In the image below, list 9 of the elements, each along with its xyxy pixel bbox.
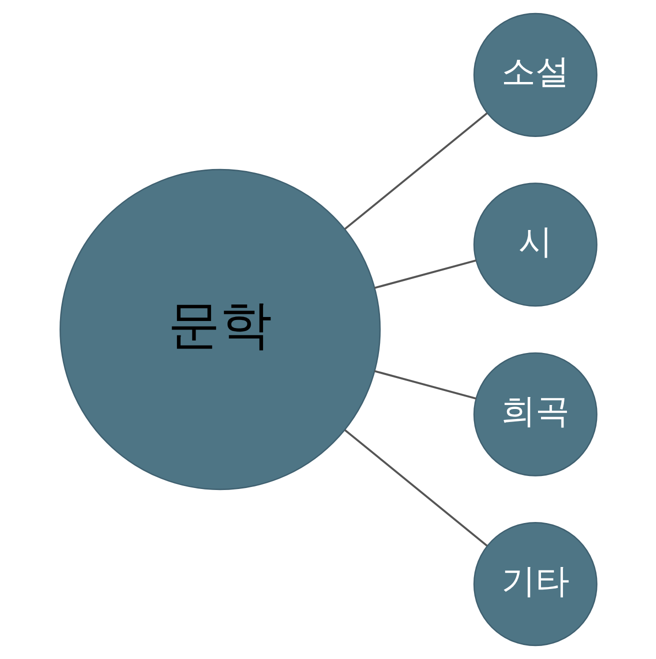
node-circle: 희곡 <box>472 352 597 476</box>
connector <box>344 112 488 230</box>
node-circle: 시 <box>472 182 597 307</box>
node-circle: 소설 <box>472 12 597 137</box>
node-circle: 기타 <box>472 522 597 646</box>
node-circle: 문학 <box>59 168 380 490</box>
connector <box>374 370 476 400</box>
connector <box>374 259 476 289</box>
connector <box>344 429 488 546</box>
